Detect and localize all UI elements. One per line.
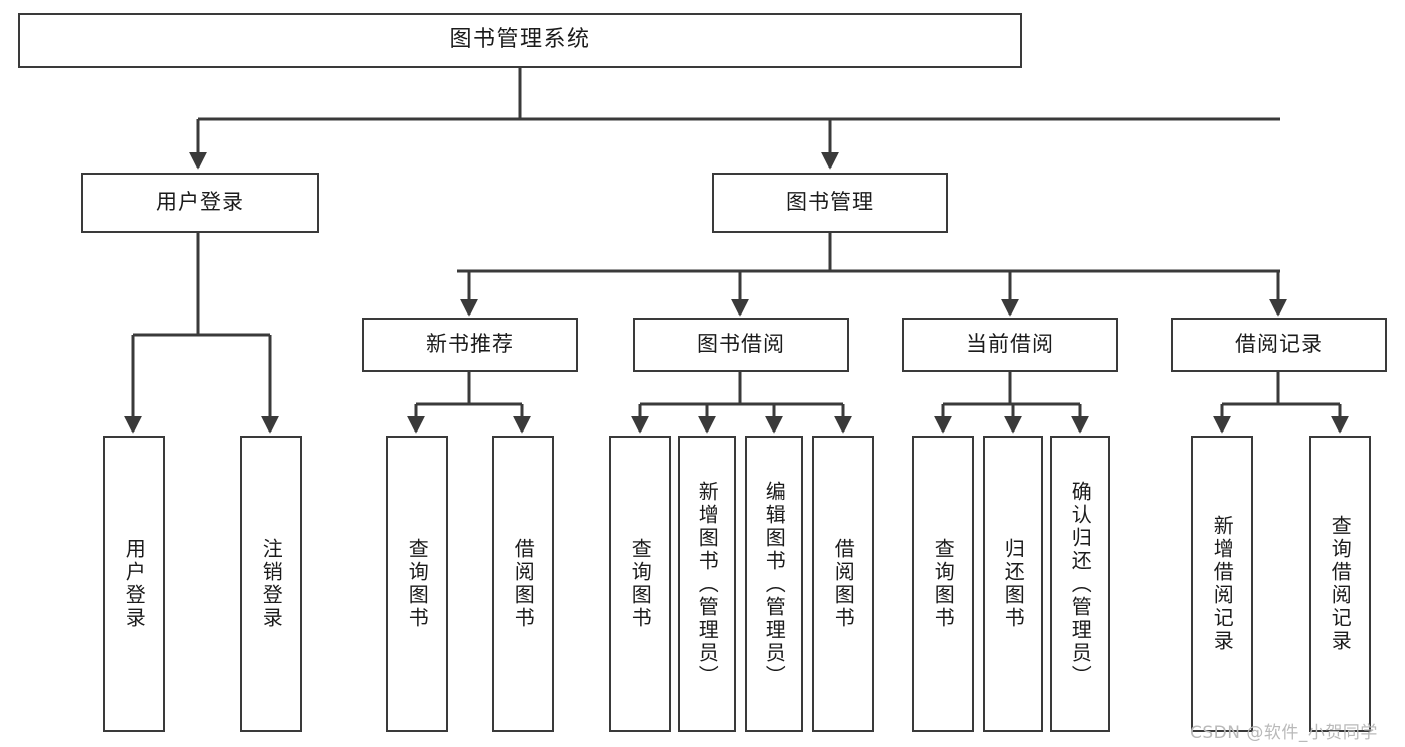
leaf-label: 查询图书 xyxy=(931,538,956,630)
leaf-label: 编辑图书（管理员） xyxy=(762,480,787,688)
leaf-borrow-book-recommend[interactable]: 借阅图书 xyxy=(492,436,554,732)
leaf-label: 查询借阅记录 xyxy=(1328,515,1353,653)
node-current-borrow[interactable]: 当前借阅 xyxy=(902,318,1118,372)
leaf-query-book-recommend[interactable]: 查询图书 xyxy=(386,436,448,732)
leaf-label: 查询图书 xyxy=(405,538,430,630)
node-book-manage[interactable]: 图书管理 xyxy=(712,173,948,233)
node-new-book-recommend[interactable]: 新书推荐 xyxy=(362,318,578,372)
leaf-query-book-current[interactable]: 查询图书 xyxy=(912,436,974,732)
leaf-label: 新增借阅记录 xyxy=(1210,515,1235,653)
leaf-confirm-return-admin[interactable]: 确认归还（管理员） xyxy=(1050,436,1110,732)
leaf-label: 查询图书 xyxy=(628,538,653,630)
leaf-edit-book-admin[interactable]: 编辑图书（管理员） xyxy=(745,436,803,732)
leaf-label: 新增图书（管理员） xyxy=(695,480,720,688)
leaf-query-book-borrow[interactable]: 查询图书 xyxy=(609,436,671,732)
node-borrow-record[interactable]: 借阅记录 xyxy=(1171,318,1387,372)
leaf-label: 归还图书 xyxy=(1001,538,1026,630)
leaf-label: 用户登录 xyxy=(122,538,147,630)
leaf-label: 借阅图书 xyxy=(831,538,856,630)
node-book-borrow[interactable]: 图书借阅 xyxy=(633,318,849,372)
leaf-label: 确认归还（管理员） xyxy=(1068,480,1093,688)
leaf-return-book[interactable]: 归还图书 xyxy=(983,436,1043,732)
csdn-watermark: CSDN @软件_小贺同学 xyxy=(1190,723,1378,743)
leaf-borrow-book[interactable]: 借阅图书 xyxy=(812,436,874,732)
leaf-user-login[interactable]: 用户登录 xyxy=(103,436,165,732)
leaf-query-borrow-record[interactable]: 查询借阅记录 xyxy=(1309,436,1371,732)
leaf-add-borrow-record[interactable]: 新增借阅记录 xyxy=(1191,436,1253,732)
leaf-label: 注销登录 xyxy=(259,538,284,630)
node-user-login[interactable]: 用户登录 xyxy=(81,173,319,233)
leaf-logout[interactable]: 注销登录 xyxy=(240,436,302,732)
leaf-label: 借阅图书 xyxy=(511,538,536,630)
leaf-add-book-admin[interactable]: 新增图书（管理员） xyxy=(678,436,736,732)
node-root[interactable]: 图书管理系统 xyxy=(18,13,1022,68)
